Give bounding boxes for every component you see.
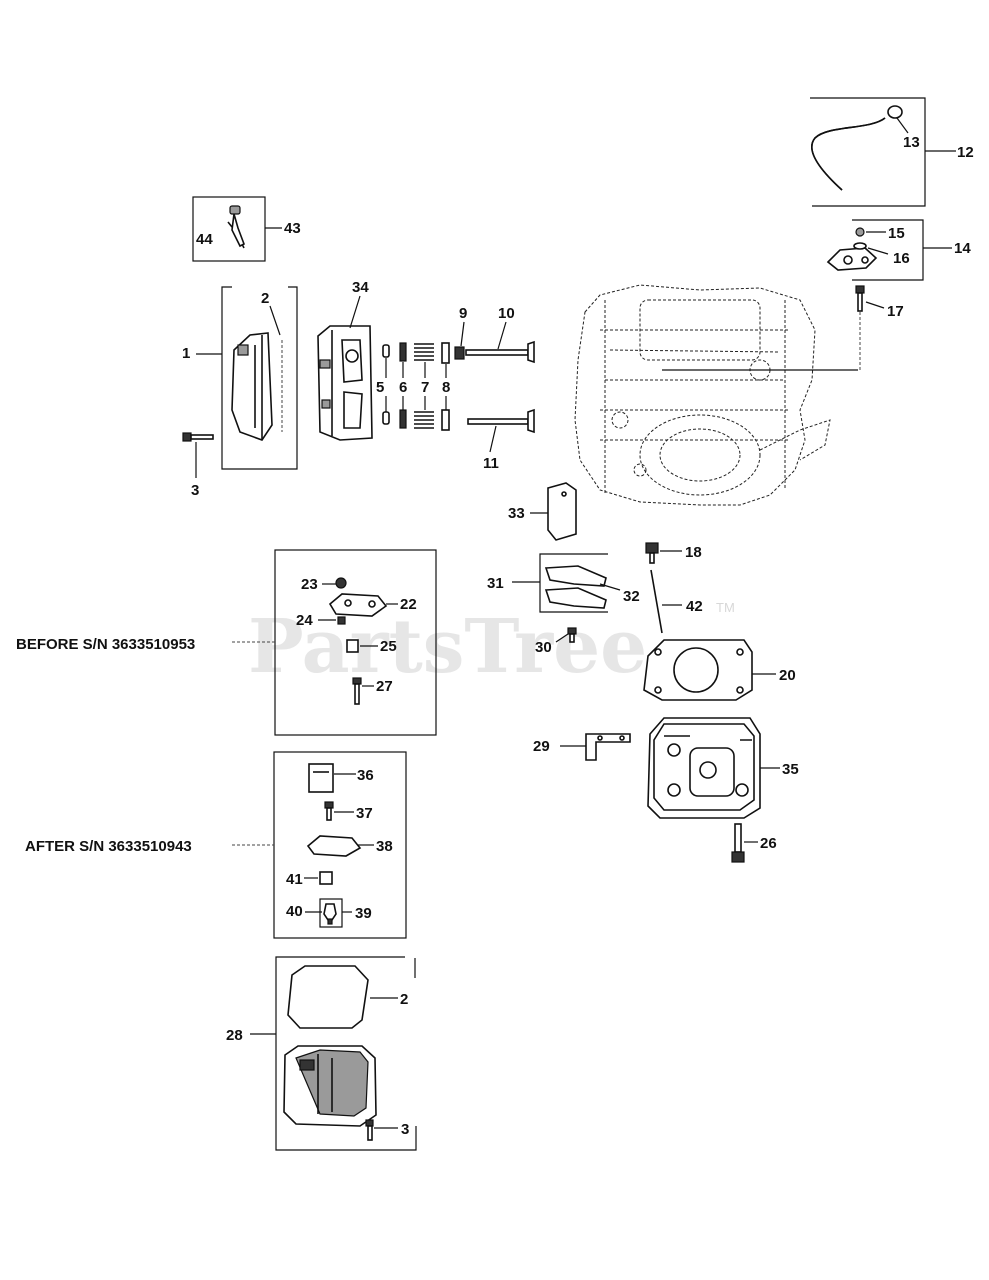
callout-20: 20 (779, 667, 796, 684)
valve-cover-1 (231, 332, 273, 441)
callout-2b: 2 (400, 991, 408, 1008)
callout-28: 28 (226, 1027, 243, 1044)
callout-26: 26 (760, 835, 777, 852)
group-box-39 (319, 898, 343, 928)
guide-41 (319, 871, 333, 885)
callout-44: 44 (196, 231, 213, 248)
callout-13: 13 (903, 134, 920, 151)
callout-8: 8 (442, 379, 450, 396)
cover-gasket-2 (287, 965, 369, 1029)
group-box-43 (192, 196, 266, 262)
callout-25: 25 (380, 638, 397, 655)
callout-12: 12 (957, 144, 974, 161)
head-bolt-26 (731, 823, 745, 863)
callout-34: 34 (352, 279, 369, 296)
valve-stem-seal-9 (454, 346, 465, 360)
breather-hose-12 (811, 105, 903, 191)
bolt-18 (645, 542, 659, 564)
callout-10: 10 (498, 305, 515, 322)
callout-17: 17 (887, 303, 904, 320)
callout-40: 40 (286, 903, 303, 920)
callout-41: 41 (286, 871, 303, 888)
callout-16: 16 (893, 250, 910, 267)
valve-springs-7 (414, 343, 434, 429)
callout-27: 27 (376, 678, 393, 695)
callout-31: 31 (487, 575, 504, 592)
breather-plate-16 (826, 227, 878, 271)
stud-37 (324, 801, 334, 821)
callout-14: 14 (954, 240, 971, 257)
callout-36: 36 (357, 767, 374, 784)
callout-3b: 3 (401, 1121, 409, 1138)
bolt-3b (365, 1119, 374, 1141)
cylinder-head-35 (647, 717, 761, 819)
exhaust-valve-10 (465, 340, 535, 364)
baffle-plates-32 (544, 565, 607, 609)
screw-30 (567, 627, 577, 643)
callout-43: 43 (284, 220, 301, 237)
guide-25 (346, 639, 359, 653)
bracket-29 (585, 733, 631, 761)
callout-1: 1 (182, 345, 190, 362)
bolt-17 (855, 285, 865, 312)
watermark: PartsTree (248, 604, 647, 690)
watermark-tm: TM (716, 600, 735, 615)
callout-33: 33 (508, 505, 525, 522)
callout-38: 38 (376, 838, 393, 855)
intake-valve-11 (467, 408, 535, 434)
callout-24: 24 (296, 612, 313, 629)
bolt-3 (182, 432, 214, 442)
callout-37: 37 (356, 805, 373, 822)
engine-block-outline (574, 284, 858, 506)
callout-30: 30 (535, 639, 552, 656)
callout-32: 32 (623, 588, 640, 605)
callout-11: 11 (483, 455, 499, 472)
nut-23 (335, 577, 347, 589)
breather-cover-33 (547, 482, 577, 541)
callout-6: 6 (399, 379, 407, 396)
valve-cover-assembly-28 (283, 1045, 377, 1127)
callout-9: 9 (459, 305, 467, 322)
callout-39: 39 (355, 905, 372, 922)
after-sn-label: AFTER S/N 3633510943 (25, 838, 192, 855)
head-gasket-20 (643, 639, 753, 701)
pivot-24 (337, 616, 346, 625)
callout-29: 29 (533, 738, 550, 755)
rocker-arm-38 (306, 835, 362, 857)
callout-5: 5 (376, 379, 384, 396)
callout-22: 22 (400, 596, 417, 613)
callout-18: 18 (685, 544, 702, 561)
cylinder-head-34 (317, 325, 373, 441)
callout-23: 23 (301, 576, 318, 593)
callout-35: 35 (782, 761, 799, 778)
adjuster-40 (323, 903, 337, 925)
stud-27 (352, 677, 362, 705)
callout-15: 15 (888, 225, 905, 242)
callout-7: 7 (421, 379, 429, 396)
callout-42: 42 (686, 598, 703, 615)
before-sn-label: BEFORE S/N 3633510953 (16, 636, 195, 653)
plate-36 (308, 763, 334, 793)
callout-3: 3 (191, 482, 199, 499)
breather-tube-44 (227, 205, 246, 249)
rocker-arm-22 (328, 593, 388, 617)
callout-2: 2 (261, 290, 269, 307)
